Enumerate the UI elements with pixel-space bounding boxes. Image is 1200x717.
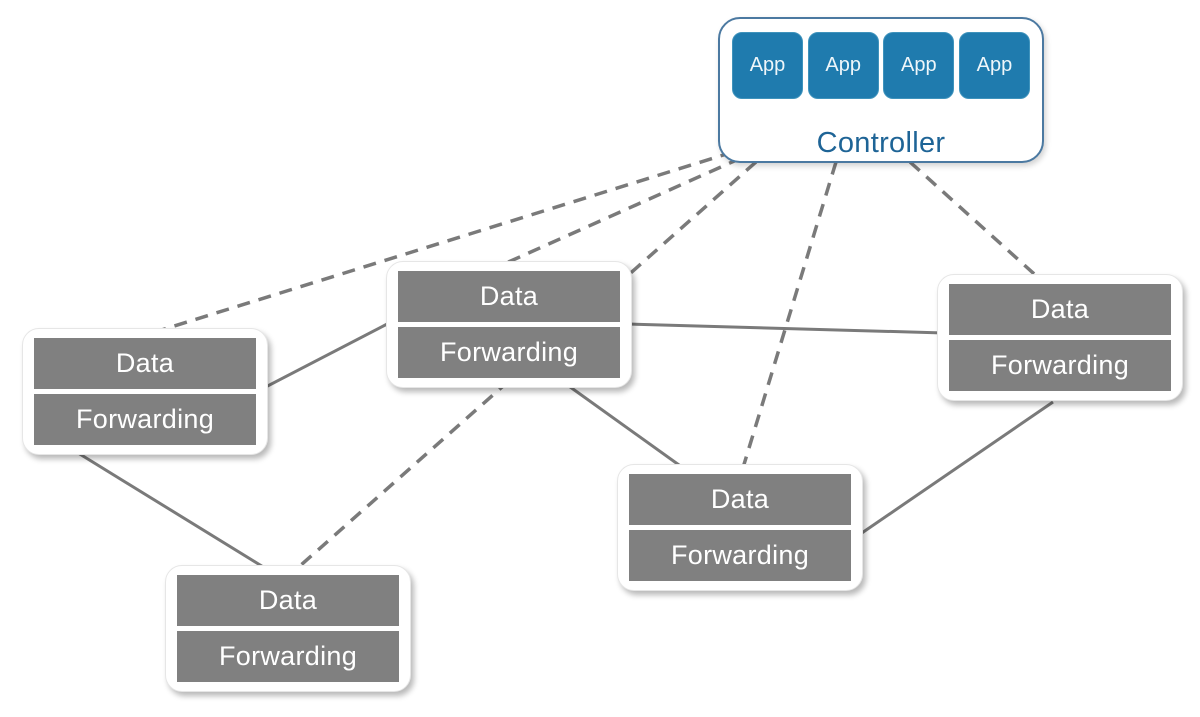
switch-node-left: Data Forwarding [22, 328, 268, 455]
switch-data-plane-label: Data [34, 338, 256, 389]
data-link-switch-top-middle-to-switch-right [627, 322, 945, 335]
switch-forwarding-label: Forwarding [629, 530, 851, 581]
controller-apps-row: App App App App [732, 32, 1030, 99]
switch-node-bottom-middle: Data Forwarding [617, 464, 863, 591]
control-link-controller-to-switch-bottom-middle [740, 161, 838, 472]
switch-data-plane-label: Data [177, 575, 399, 626]
switch-forwarding-label: Forwarding [34, 394, 256, 445]
app-tile: App [883, 32, 955, 99]
data-link-switch-left-to-switch-top-middle [255, 319, 394, 394]
switch-data-plane-label: Data [949, 284, 1171, 335]
data-link-switch-top-middle-to-switch-bottom-middle [565, 382, 687, 472]
data-link-switch-bottom-middle-to-switch-right [855, 400, 1054, 539]
switch-forwarding-label: Forwarding [398, 327, 620, 378]
switch-data-plane-label: Data [398, 271, 620, 322]
controller-label: Controller [816, 127, 946, 159]
control-link-controller-to-switch-left [154, 150, 734, 334]
control-link-controller-to-switch-top-middle [494, 156, 742, 270]
app-tile: App [807, 32, 879, 99]
switch-forwarding-label: Forwarding [177, 631, 399, 682]
switch-forwarding-label: Forwarding [949, 340, 1171, 391]
controller-box: App App App App Controller [718, 17, 1044, 163]
switch-node-right: Data Forwarding [937, 274, 1183, 401]
data-link-switch-left-to-switch-bottom-left [69, 446, 274, 575]
app-tile: App [732, 32, 803, 99]
app-tile: App [958, 32, 1030, 99]
switch-data-plane-label: Data [629, 474, 851, 525]
switch-node-top-middle: Data Forwarding [386, 261, 632, 388]
control-link-controller-to-switch-right [908, 160, 1044, 283]
switch-node-bottom-left: Data Forwarding [165, 565, 411, 692]
